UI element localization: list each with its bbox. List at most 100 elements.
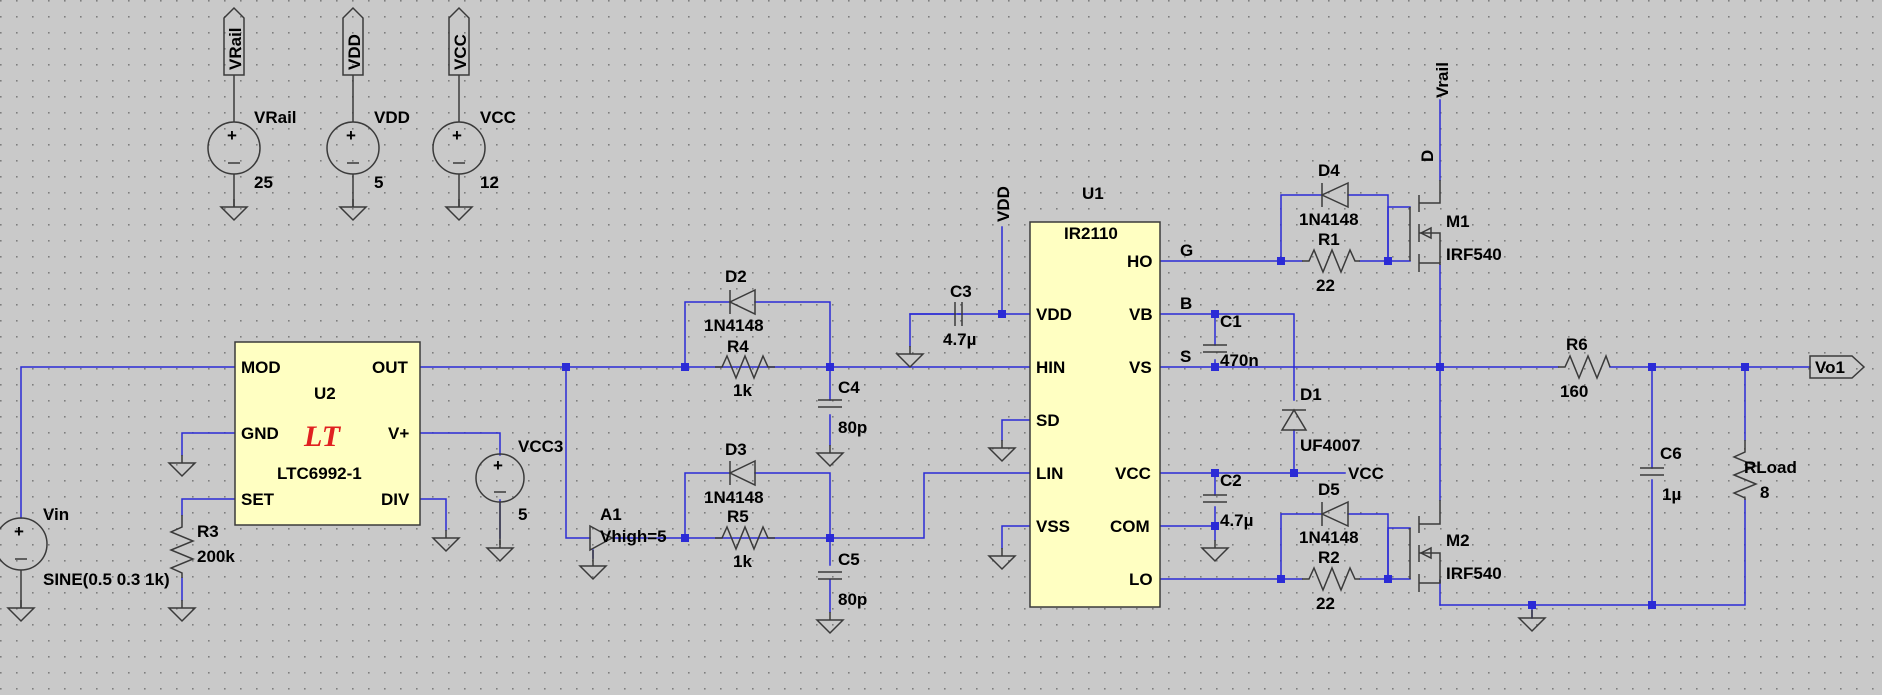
r3-value: 200k: [197, 547, 235, 566]
d4-name: D4: [1318, 161, 1340, 180]
r2-value: 22: [1316, 594, 1335, 613]
u1-pin-sd: SD: [1036, 411, 1060, 430]
u1-pin-vss: VSS: [1036, 517, 1070, 536]
c6-capacitor[interactable]: C6 1µ: [1640, 444, 1682, 504]
vdd-source[interactable]: VDD + VDD 5: [326, 6, 410, 221]
d2-name: D2: [725, 267, 747, 286]
c2-name: C2: [1220, 471, 1242, 490]
vdd-flag-label: VDD: [345, 34, 364, 70]
m2-mosfet[interactable]: M2 IRF540: [1409, 500, 1502, 592]
r6-name: R6: [1566, 335, 1588, 354]
rload-resistor[interactable]: RLoad 8: [1732, 440, 1797, 502]
vcc3-value: 5: [518, 505, 527, 524]
r1-value: 22: [1316, 276, 1335, 295]
junction-dots: [562, 257, 1749, 609]
vdd-source-name: VDD: [374, 108, 410, 127]
r5-name: R5: [727, 507, 749, 526]
rload-name: RLoad: [1744, 458, 1797, 477]
u1-pin-lo: LO: [1129, 570, 1153, 589]
net-label-g: G: [1180, 241, 1193, 260]
svg-text:+: +: [14, 522, 24, 541]
c4-name: C4: [838, 378, 860, 397]
svg-text:VDD: VDD: [994, 186, 1013, 222]
d3-diode[interactable]: D3 1N4148: [704, 440, 764, 507]
vdd-net-flag: VDD: [994, 186, 1013, 222]
u2-name: U2: [314, 384, 336, 403]
u1-name: U1: [1082, 184, 1104, 203]
u2-pin-set: SET: [241, 490, 275, 509]
d5-value: 1N4148: [1299, 528, 1359, 547]
a1-buffer[interactable]: A1 Vhigh=5: [579, 505, 667, 580]
u1-pin-hin: HIN: [1036, 358, 1065, 377]
c1-name: C1: [1220, 312, 1242, 331]
vin-source[interactable]: + Vin SINE(0.5 0.3 1k): [0, 505, 170, 622]
u2-ic[interactable]: MOD OUT U2 GND LT V+ LTC6992-1 SET DIV: [234, 341, 421, 526]
u2-pin-div: DIV: [381, 490, 410, 509]
u2-part: LTC6992-1: [277, 464, 362, 483]
d5-diode[interactable]: D5 1N4148: [1299, 480, 1359, 547]
d5-name: D5: [1318, 480, 1340, 499]
d1-value: UF4007: [1300, 436, 1360, 455]
vcc3-source[interactable]: + VCC3 5: [475, 437, 563, 562]
vrail-source-value: 25: [254, 173, 273, 192]
d4-diode[interactable]: D4 1N4148: [1299, 161, 1359, 229]
vcc-source[interactable]: VCC + VCC 12: [432, 6, 516, 221]
vrail-net-flag: Vrail: [1433, 62, 1452, 98]
m1-name: M1: [1446, 212, 1470, 231]
u1-ic[interactable]: U1 IR2110 HO VDD VB HIN VS SD LIN VCC VS…: [1029, 184, 1161, 608]
u1-pin-lin: LIN: [1036, 464, 1063, 483]
u2-pin-mod: MOD: [241, 358, 281, 377]
r1-name: R1: [1318, 230, 1340, 249]
m1-value: IRF540: [1446, 245, 1502, 264]
vcc-flag-label: VCC: [451, 34, 470, 70]
output-port[interactable]: Vo1: [1809, 355, 1866, 379]
d3-value: 1N4148: [704, 488, 764, 507]
c6-name: C6: [1660, 444, 1682, 463]
u1-pin-vs: VS: [1129, 358, 1152, 377]
svg-text:+: +: [346, 126, 356, 145]
u1-pin-ho: HO: [1127, 252, 1153, 271]
vin-value: SINE(0.5 0.3 1k): [43, 570, 170, 589]
r6-value: 160: [1560, 382, 1588, 401]
r5-value: 1k: [733, 552, 752, 571]
a1-value: Vhigh=5: [600, 527, 667, 546]
c3-capacitor[interactable]: C3 4.7µ: [896, 282, 976, 368]
r5-resistor[interactable]: R5 1k: [715, 507, 775, 571]
net-label-s: S: [1180, 347, 1191, 366]
svg-text:+: +: [493, 456, 503, 475]
m1-mosfet[interactable]: M1 IRF540: [1409, 180, 1502, 272]
c3-value: 4.7µ: [943, 330, 976, 349]
vrail-source-name: VRail: [254, 108, 297, 127]
r4-resistor[interactable]: R4 1k: [715, 337, 775, 400]
c3-name: C3: [950, 282, 972, 301]
d2-value: 1N4148: [704, 316, 764, 335]
c5-value: 80p: [838, 590, 867, 609]
u2-pin-out: OUT: [372, 358, 409, 377]
r3-resistor[interactable]: R3 200k: [168, 515, 235, 622]
m2-value: IRF540: [1446, 564, 1502, 583]
vcc-source-name: VCC: [480, 108, 516, 127]
r3-name: R3: [197, 522, 219, 541]
output-label: Vo1: [1815, 358, 1845, 377]
r2-resistor[interactable]: R2 22: [1302, 548, 1360, 613]
c4-capacitor[interactable]: C4 80p: [816, 378, 867, 467]
r4-name: R4: [727, 337, 749, 356]
d2-diode[interactable]: D2 1N4148: [704, 267, 764, 335]
c1-capacitor[interactable]: C1 470n: [1203, 312, 1259, 370]
c5-capacitor[interactable]: C5 80p: [816, 550, 867, 634]
d3-name: D3: [725, 440, 747, 459]
r2-name: R2: [1318, 548, 1340, 567]
r6-resistor[interactable]: R6 160: [1558, 335, 1611, 401]
u1-pin-vb: VB: [1129, 305, 1153, 324]
u1-part: IR2110: [1064, 224, 1118, 243]
c2-capacitor[interactable]: C2 4.7µ: [1201, 471, 1253, 562]
vcc-source-value: 12: [480, 173, 499, 192]
m2-name: M2: [1446, 531, 1470, 550]
u1-pin-vcc: VCC: [1115, 464, 1151, 483]
c4-value: 80p: [838, 418, 867, 437]
d1-diode[interactable]: D1 UF4007: [1280, 385, 1360, 455]
r1-resistor[interactable]: R1 22: [1302, 230, 1360, 295]
vrail-source[interactable]: VRail + VRail 25: [207, 6, 297, 221]
c5-name: C5: [838, 550, 860, 569]
